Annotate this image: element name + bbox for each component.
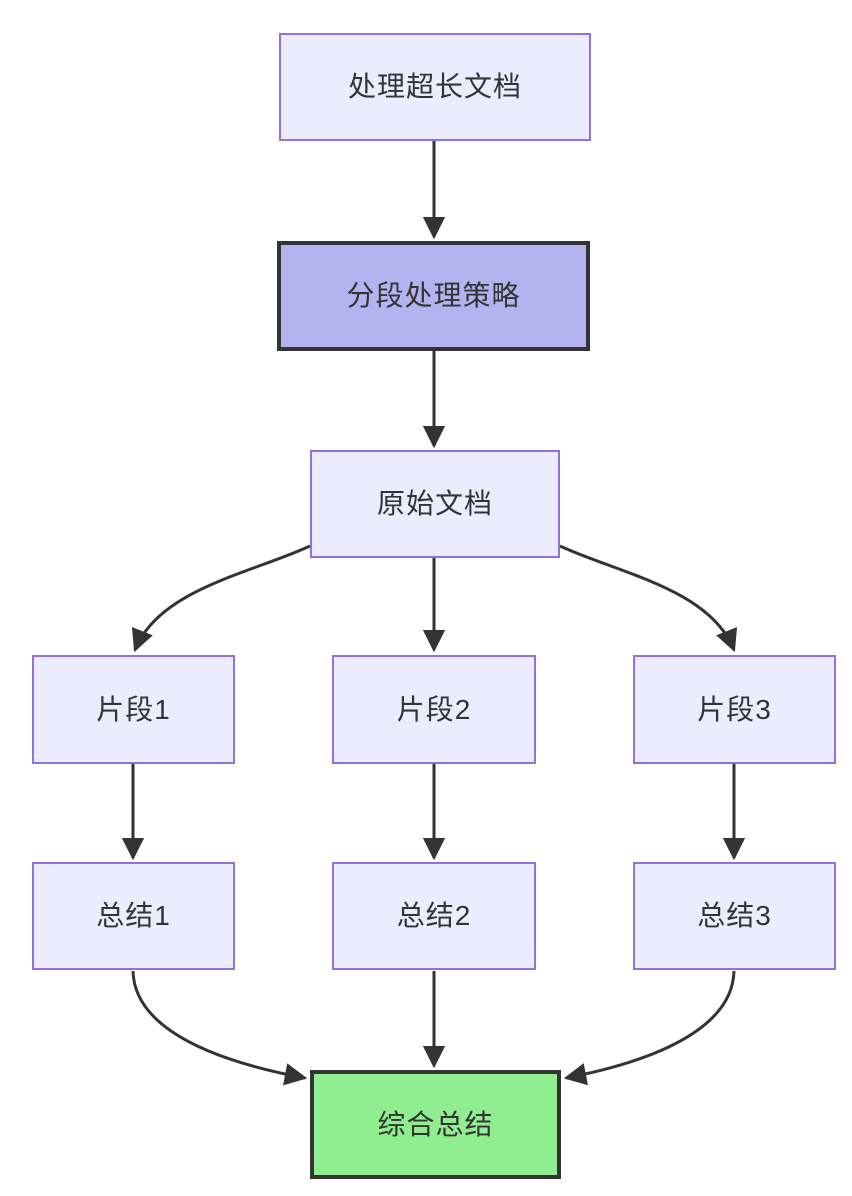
node-fragment-2: 片段2 xyxy=(332,655,536,764)
node-fragment-3: 片段3 xyxy=(633,655,836,764)
node-process-long-doc: 处理超长文档 xyxy=(279,33,591,141)
node-summary-2: 总结2 xyxy=(332,862,536,970)
edge-C-D1 xyxy=(131,544,311,653)
node-segment-strategy: 分段处理策略 xyxy=(277,241,590,351)
node-summary-3: 总结3 xyxy=(633,862,836,970)
node-summary-1: 总结1 xyxy=(32,862,235,970)
edge-E3-F xyxy=(563,970,736,1086)
node-fragment-1: 片段1 xyxy=(32,655,235,764)
edge-C-D3 xyxy=(559,544,738,653)
node-final-summary: 综合总结 xyxy=(310,1070,561,1179)
edge-E1-F xyxy=(131,970,308,1086)
node-original-doc: 原始文档 xyxy=(310,450,560,558)
